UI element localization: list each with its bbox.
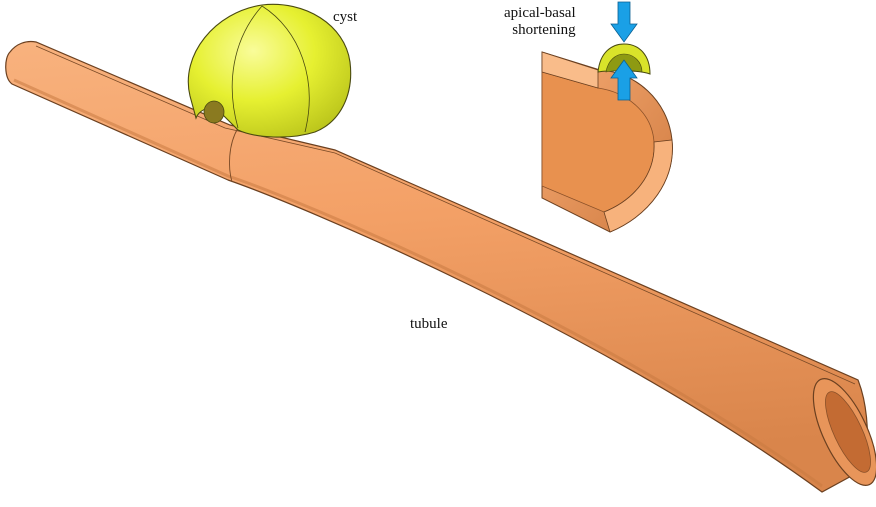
- cyst-label: cyst: [333, 9, 358, 25]
- tubule-lower-shading: [13, 78, 823, 488]
- apical-basal-label-line2: shortening: [512, 22, 576, 38]
- cyst-seam-right: [261, 5, 310, 133]
- section-inset: [541, 43, 673, 233]
- section-top-cut: [541, 51, 599, 89]
- cyst-opening: [203, 100, 225, 124]
- blue-arrow-down-icon: [610, 1, 638, 43]
- tubule-top-edge-line: [35, 45, 856, 385]
- tubule: [5, 40, 876, 493]
- tubule-label: tubule: [410, 316, 448, 332]
- tubule-body: [5, 40, 869, 493]
- blue-arrow-up-icon: [610, 59, 638, 101]
- section-cut-face: [603, 139, 673, 233]
- tubule-lumen: [825, 391, 871, 473]
- apical-basal-shortening-label: apical-basal shortening: [504, 5, 576, 39]
- tubule-cyst-junction-line: [229, 127, 239, 183]
- apical-basal-label-line1: apical-basal: [504, 5, 576, 21]
- cyst-seam-left: [231, 5, 263, 129]
- cyst: [187, 3, 352, 138]
